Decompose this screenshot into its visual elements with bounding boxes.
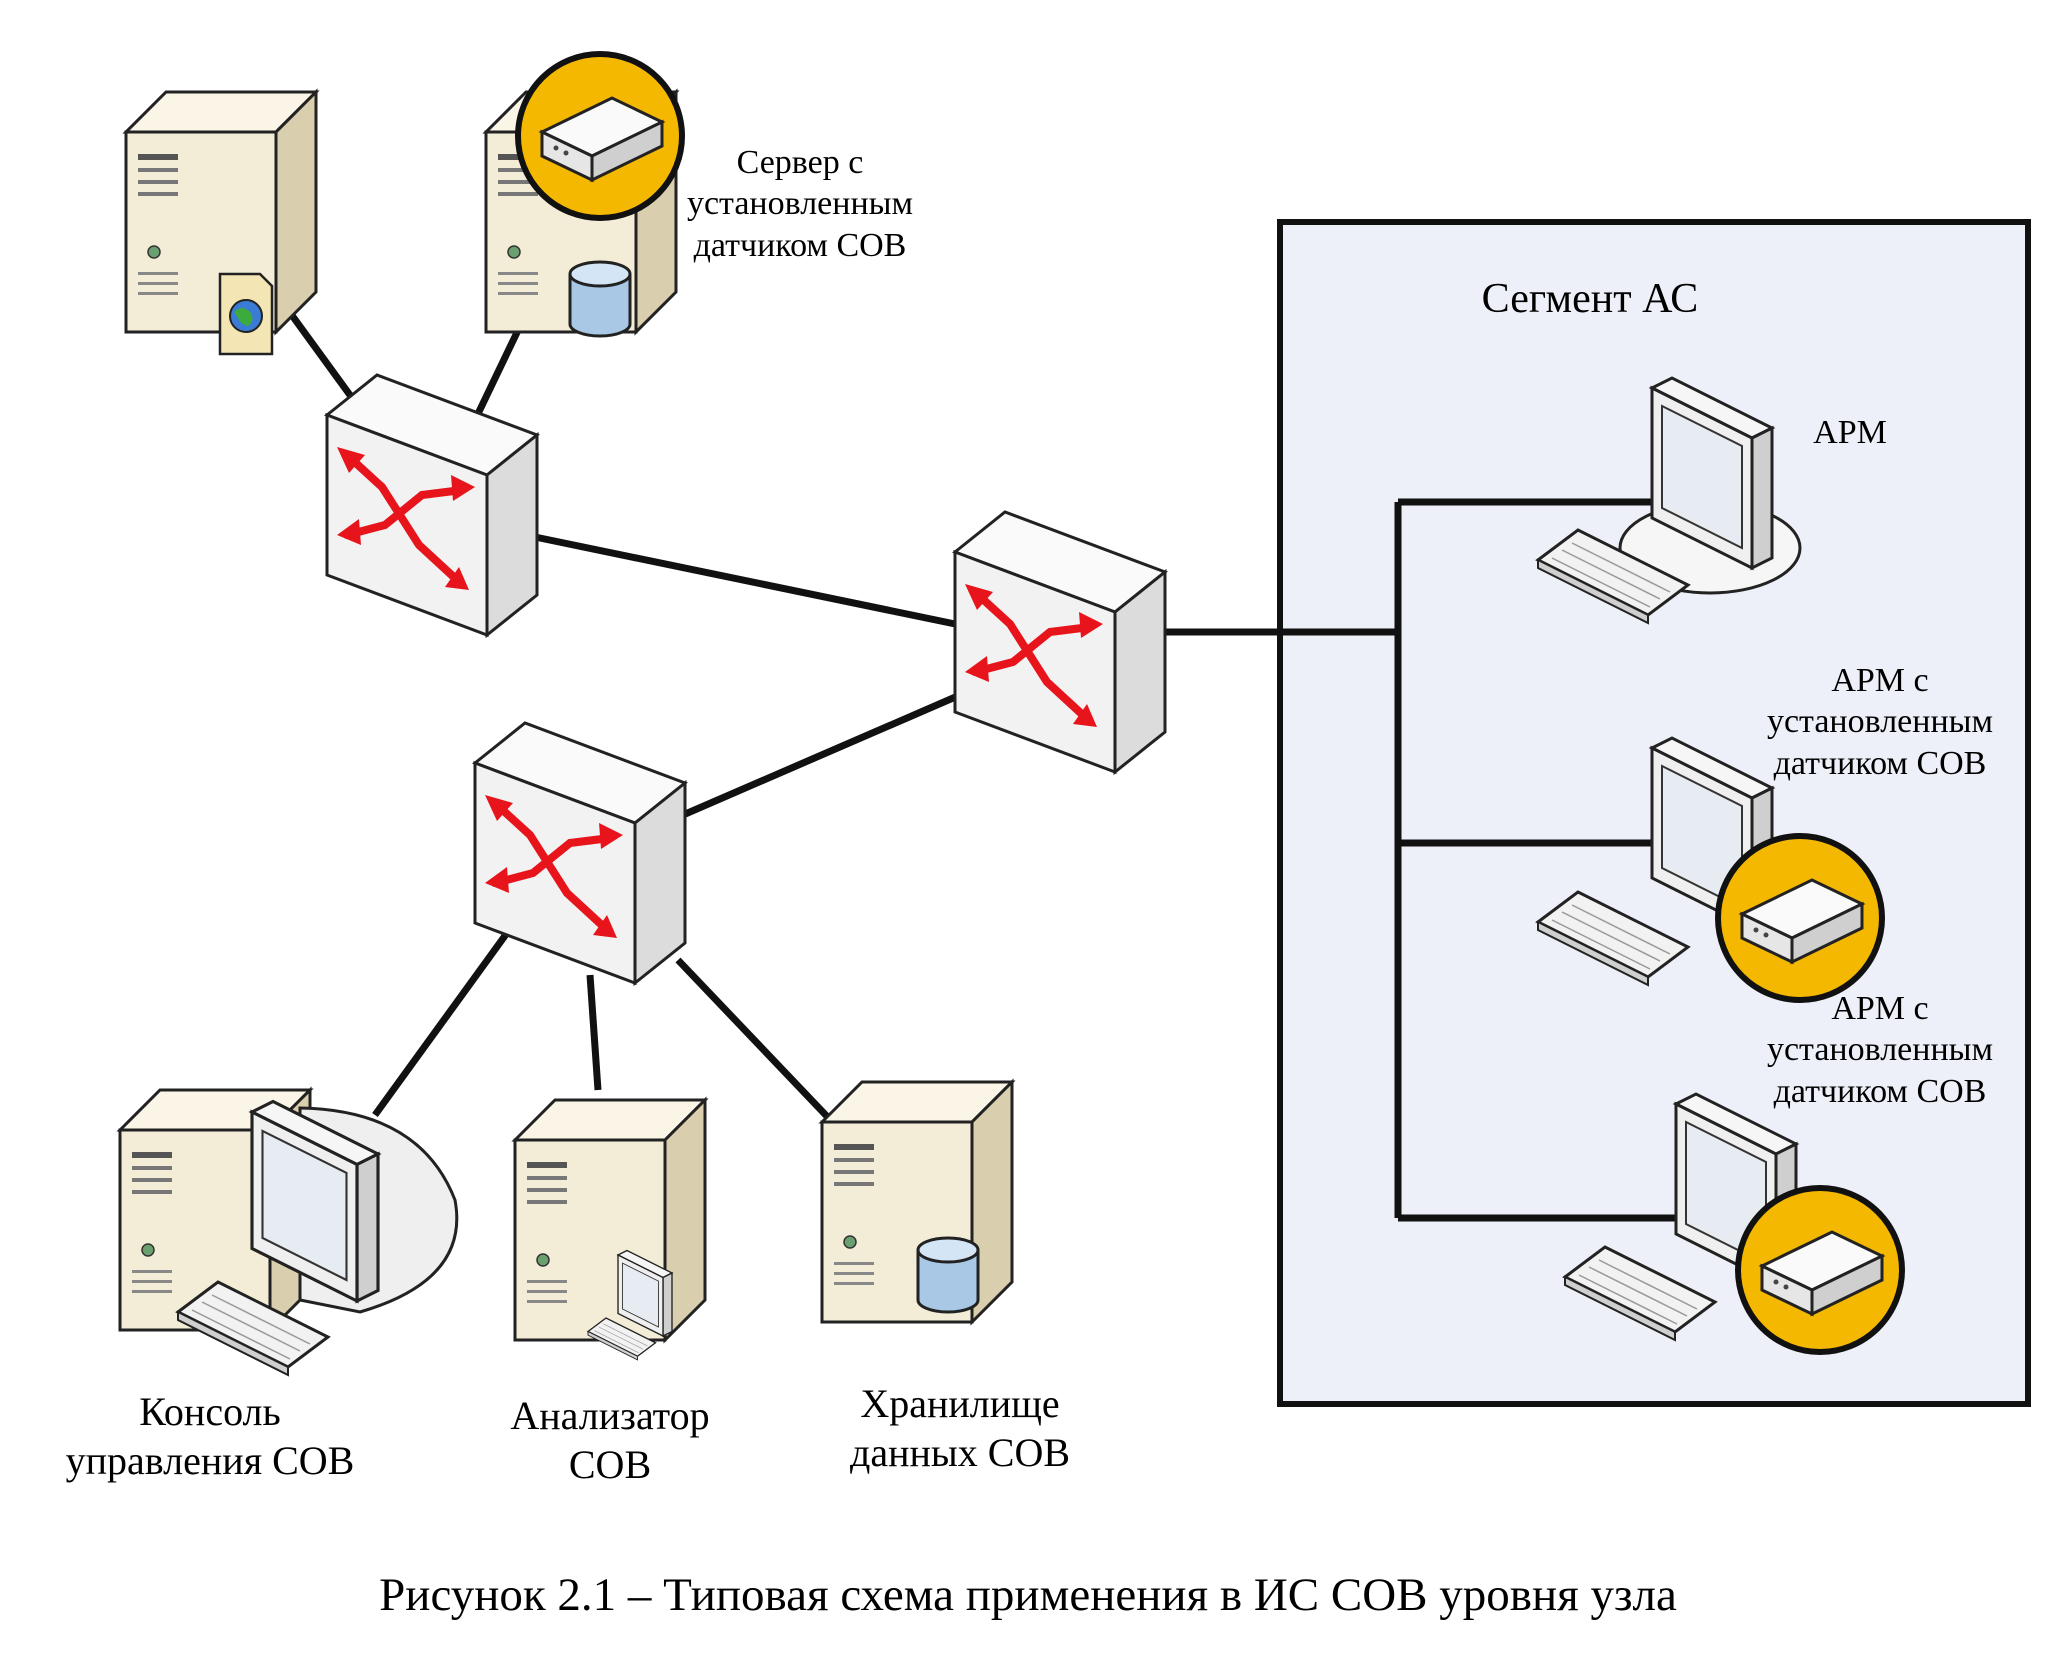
sensor-badge-icon — [1718, 836, 1882, 1000]
web-server-icon — [124, 90, 318, 356]
figure-caption: Рисунок 2.1 – Типовая схема применения в… — [379, 1569, 1677, 1621]
console-icon — [118, 1088, 459, 1377]
workstation-icon-1 — [1536, 376, 1802, 625]
switch-icon-center — [955, 512, 1165, 772]
label-segment: Сегмент АС — [1481, 276, 1699, 322]
label-workstation: АРМ — [1813, 414, 1887, 451]
connection-lines — [280, 300, 1690, 1222]
storage-icon — [820, 1080, 1014, 1324]
switch-icon-top — [327, 375, 537, 635]
analyzer-icon — [513, 1098, 707, 1361]
sensor-badge-icon — [1738, 1188, 1902, 1352]
sensor-badge-icon — [518, 54, 682, 218]
switch-icon-bottom — [475, 723, 685, 983]
